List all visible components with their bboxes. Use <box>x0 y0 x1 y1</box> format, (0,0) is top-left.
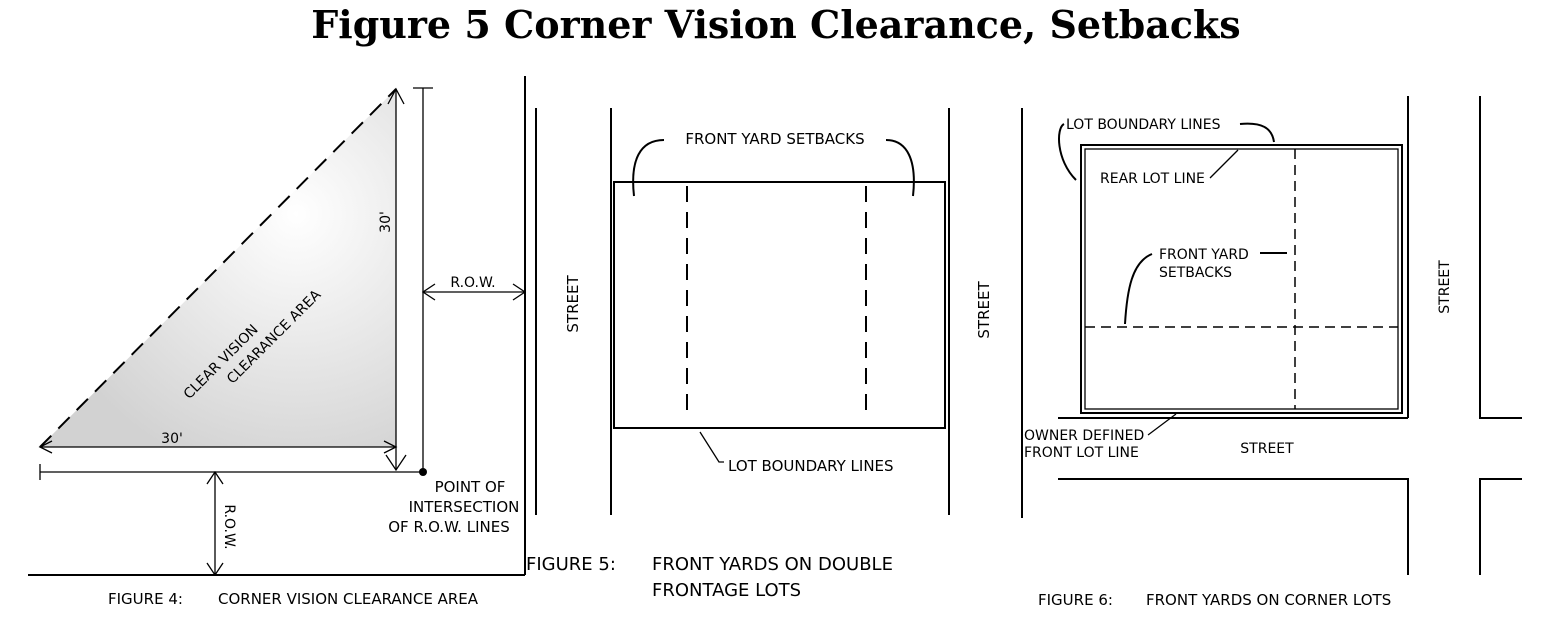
figure-5: FRONT YARD SETBACKS LOT BOUNDARY LINES S… <box>526 108 1023 601</box>
owner-front-leader <box>1147 413 1177 436</box>
front-yard-setbacks-label: FRONT YARD SETBACKS <box>685 130 864 148</box>
figure5-caption-line-2: FRONTAGE LOTS <box>652 580 801 601</box>
street-label-left: STREET <box>564 275 582 333</box>
owner-defined-label-1: OWNER DEFINED <box>1024 428 1144 444</box>
front-yard-bracket-left <box>632 139 665 197</box>
page-title: Figure 5 Corner Vision Clearance, Setbac… <box>311 2 1241 47</box>
lot-boundary-lines-label: LOT BOUNDARY LINES <box>728 457 894 475</box>
dim-vertical-label: 30' <box>378 211 394 233</box>
front-yard-label-2: SETBACKS <box>1159 265 1232 281</box>
row-right-arrow-left <box>421 283 436 301</box>
figure6-caption-number: FIGURE 6: <box>1038 591 1113 609</box>
intersection-point <box>419 468 427 476</box>
figure4-caption-text: CORNER VISION CLEARANCE AREA <box>218 590 479 608</box>
row-bottom-arrow-up <box>206 470 224 485</box>
row-right-label: R.O.W. <box>450 275 495 291</box>
lot-boundary-leader <box>699 431 724 463</box>
row-bottom-label: R.O.W. <box>221 504 237 549</box>
street-label-right: STREET <box>975 281 993 339</box>
front-yard-label-1: FRONT YARD <box>1159 247 1249 263</box>
arrow-head-up <box>387 87 405 105</box>
arrow-head-left <box>38 440 53 454</box>
double-frontage-lot <box>613 181 946 429</box>
figure6-caption-text: FRONT YARDS ON CORNER LOTS <box>1146 591 1391 609</box>
point-label-1: POINT OF <box>435 478 506 496</box>
rear-lot-line-label: REAR LOT LINE <box>1100 171 1205 187</box>
figure5-caption-number: FIGURE 5: <box>526 554 616 575</box>
figure4-caption-number: FIGURE 4: <box>108 590 183 608</box>
hypotenuse-dashed-line <box>39 88 397 448</box>
point-label-2: INTERSECTION <box>409 498 520 516</box>
lower-block-curb <box>1058 478 1409 575</box>
owner-defined-label-2: FRONT LOT LINE <box>1024 445 1139 461</box>
arrow-head-down <box>385 454 407 472</box>
front-yard-leader <box>1124 253 1153 325</box>
figure-6: LOT BOUNDARY LINES REAR LOT LINE FRONT Y… <box>1021 96 1522 609</box>
street-label-bottom: STREET <box>1240 441 1294 457</box>
row-bottom-arrow-down <box>206 562 224 577</box>
row-right-arrow-right <box>512 283 527 301</box>
lot-boundary-bracket <box>1058 123 1077 181</box>
point-label-3: OF R.O.W. LINES <box>388 518 509 536</box>
dim-horizontal-label: 30' <box>161 431 183 447</box>
front-yard-bracket-right <box>885 139 915 197</box>
opposite-block-corner-top <box>1479 96 1522 419</box>
lot-boundary-bracket-right <box>1239 122 1275 143</box>
corner-lot-inner <box>1084 148 1399 410</box>
street-label-right: STREET <box>1437 260 1453 314</box>
figure-4: CLEAR VISION CLEARANCE AREA 30' 30' R.O.… <box>28 76 527 608</box>
opposite-block-corner-bottom <box>1479 478 1522 575</box>
corner-lot-outer <box>1080 144 1403 414</box>
figure5-caption-line-1: FRONT YARDS ON DOUBLE <box>652 554 893 575</box>
rear-lot-leader <box>1209 149 1239 179</box>
lot-boundary-lines-label: LOT BOUNDARY LINES <box>1066 117 1221 133</box>
